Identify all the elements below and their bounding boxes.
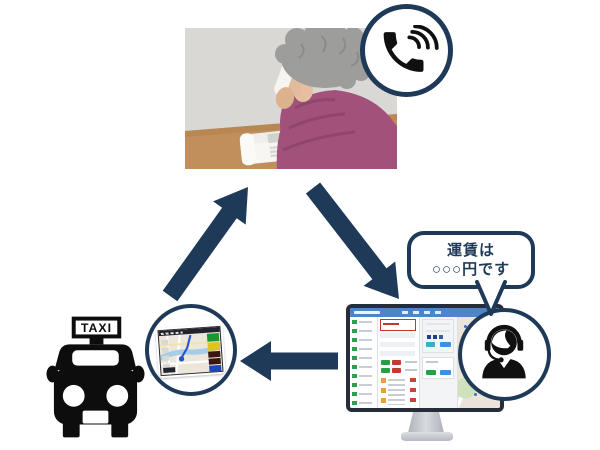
arrow-taxi-to-customer: [162, 187, 248, 302]
arrow-customer-to-dispatch: [305, 182, 399, 299]
reject-chip: [392, 368, 401, 373]
confirm-chip: [426, 370, 436, 375]
chip-label-line: [405, 369, 417, 371]
phone-call-icon: [383, 25, 439, 72]
monitor-base: [401, 432, 453, 441]
arrow-dispatch-to-taxi: [240, 341, 338, 381]
car-navigation-icon: [155, 323, 226, 379]
panel-line: [426, 361, 438, 363]
accept-chip: [381, 360, 390, 365]
speech-bubble-tail: [475, 280, 507, 316]
dispatch-app-header: [350, 308, 500, 317]
search-chip: [440, 342, 451, 347]
nav-button-green: [206, 332, 220, 342]
map-vehicle-markers: [464, 325, 467, 328]
status-dots: [427, 335, 431, 339]
nav-bottom-button: [163, 367, 176, 373]
new-order-panel: [380, 319, 416, 331]
taxi-icon: TAXI: [46, 316, 145, 438]
accept-chip: [381, 368, 390, 373]
chip-label-line: [405, 361, 417, 363]
monitor-stand: [408, 412, 444, 433]
dispatch-vehicle-list: [350, 317, 378, 408]
order-list-skeleton: [380, 377, 417, 405]
send-chip: [440, 370, 451, 375]
nav-button-yellow: [207, 341, 220, 351]
fare-speech-bubble: 運賃は ○○○円です: [407, 231, 535, 289]
fare-line-2: ○○○円です: [431, 261, 511, 278]
assign-chip: [426, 342, 435, 347]
nav-button-dark: [208, 350, 221, 358]
detail-panel: [422, 319, 454, 353]
elderly-woman: [274, 28, 397, 169]
taxi-sign-label: TAXI: [81, 321, 112, 335]
dispatch-order-column: [378, 317, 420, 408]
navigation-screen: [157, 325, 224, 377]
fare-line-1: 運賃は: [446, 242, 495, 259]
nav-button-dark: [208, 357, 221, 365]
reject-chip: [392, 360, 401, 365]
navigation-badge: [145, 304, 237, 396]
taxi: TAXI: [46, 315, 145, 442]
nav-button-blue: [209, 364, 222, 374]
operator-headset-icon: [482, 324, 526, 379]
dispatch-detail-column: [420, 317, 458, 408]
phone-call-badge: [360, 4, 453, 97]
fare-panel: [422, 357, 454, 379]
order-form-skeleton: [380, 333, 415, 357]
operator-badge: [458, 308, 551, 401]
